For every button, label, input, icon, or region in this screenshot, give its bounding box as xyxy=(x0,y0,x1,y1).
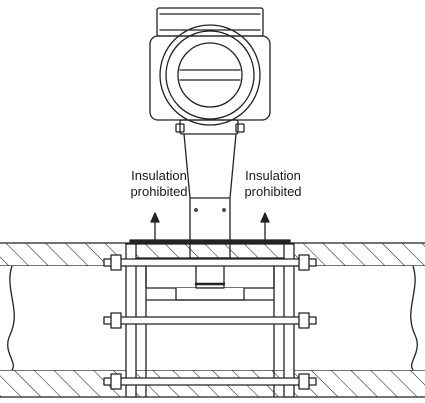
insulation-prohibited-label-left: Insulation prohibited xyxy=(114,168,204,200)
arrow-right xyxy=(260,212,270,241)
insulation-prohibited-label-right: Insulation prohibited xyxy=(228,168,318,200)
pipe-break-right xyxy=(410,265,418,371)
label-left-line1: Insulation xyxy=(131,168,187,183)
stud-bolt-bottom xyxy=(103,373,317,390)
transmitter-head xyxy=(149,7,271,135)
pipe-break-left xyxy=(7,265,15,371)
label-right-line2: prohibited xyxy=(244,184,302,199)
arrow-left xyxy=(150,212,160,241)
stud-bolt-top xyxy=(103,254,317,271)
label-right-line1: Insulation xyxy=(245,168,301,183)
stud-bolt-middle xyxy=(103,312,317,329)
label-left-line2: prohibited xyxy=(130,184,188,199)
